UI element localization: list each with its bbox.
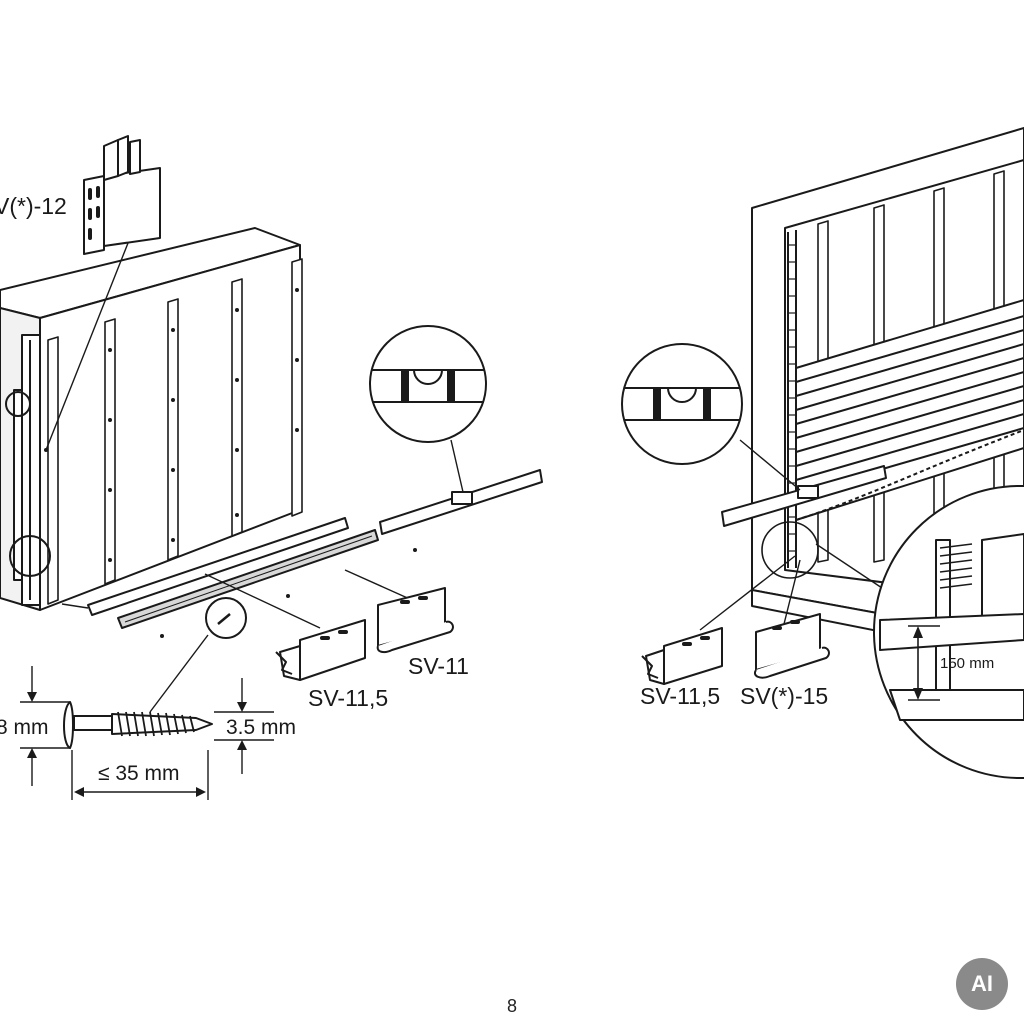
left-wall-assembly [0, 227, 303, 611]
offset-magnifier [873, 485, 1024, 779]
left-jchannel-label: SV-11 [408, 653, 469, 679]
trim-profile-right [754, 613, 830, 679]
level-magnifier-left [369, 325, 487, 443]
detail-circle-top [5, 391, 31, 417]
screw-head-dimension: 8 mm [0, 716, 49, 739]
nail-dots [44, 288, 299, 562]
right-starter-label: SV-11,5 [640, 683, 720, 709]
corner-post-profile [83, 135, 161, 255]
screw-thread-dimension: 3.5 mm [226, 716, 296, 739]
page-number: 8 [506, 996, 517, 1016]
right-trim-label: SV(*)-15 [740, 683, 828, 709]
screw-length-dimension: ≤ 35 mm [98, 762, 180, 785]
starter-profile-right [641, 627, 723, 685]
screw-magnifier [149, 597, 247, 713]
jchannel-profile-left [376, 587, 454, 654]
detail-circle-bottom [9, 535, 51, 577]
starter-rails [61, 439, 543, 638]
left-starter-label: SV-11,5 [308, 685, 388, 711]
furring-strips [47, 258, 303, 605]
screw-dimensions [20, 666, 274, 800]
ai-badge[interactable]: AI [956, 958, 1008, 1010]
corner-post-label: V(*)-12 [0, 193, 67, 219]
level-magnifier-right [621, 343, 743, 465]
offset-dimension: 150 mm [940, 655, 994, 672]
starter-profile-left [275, 619, 366, 681]
screw-drawing [63, 701, 213, 749]
right-wall-assembly [699, 127, 1024, 661]
